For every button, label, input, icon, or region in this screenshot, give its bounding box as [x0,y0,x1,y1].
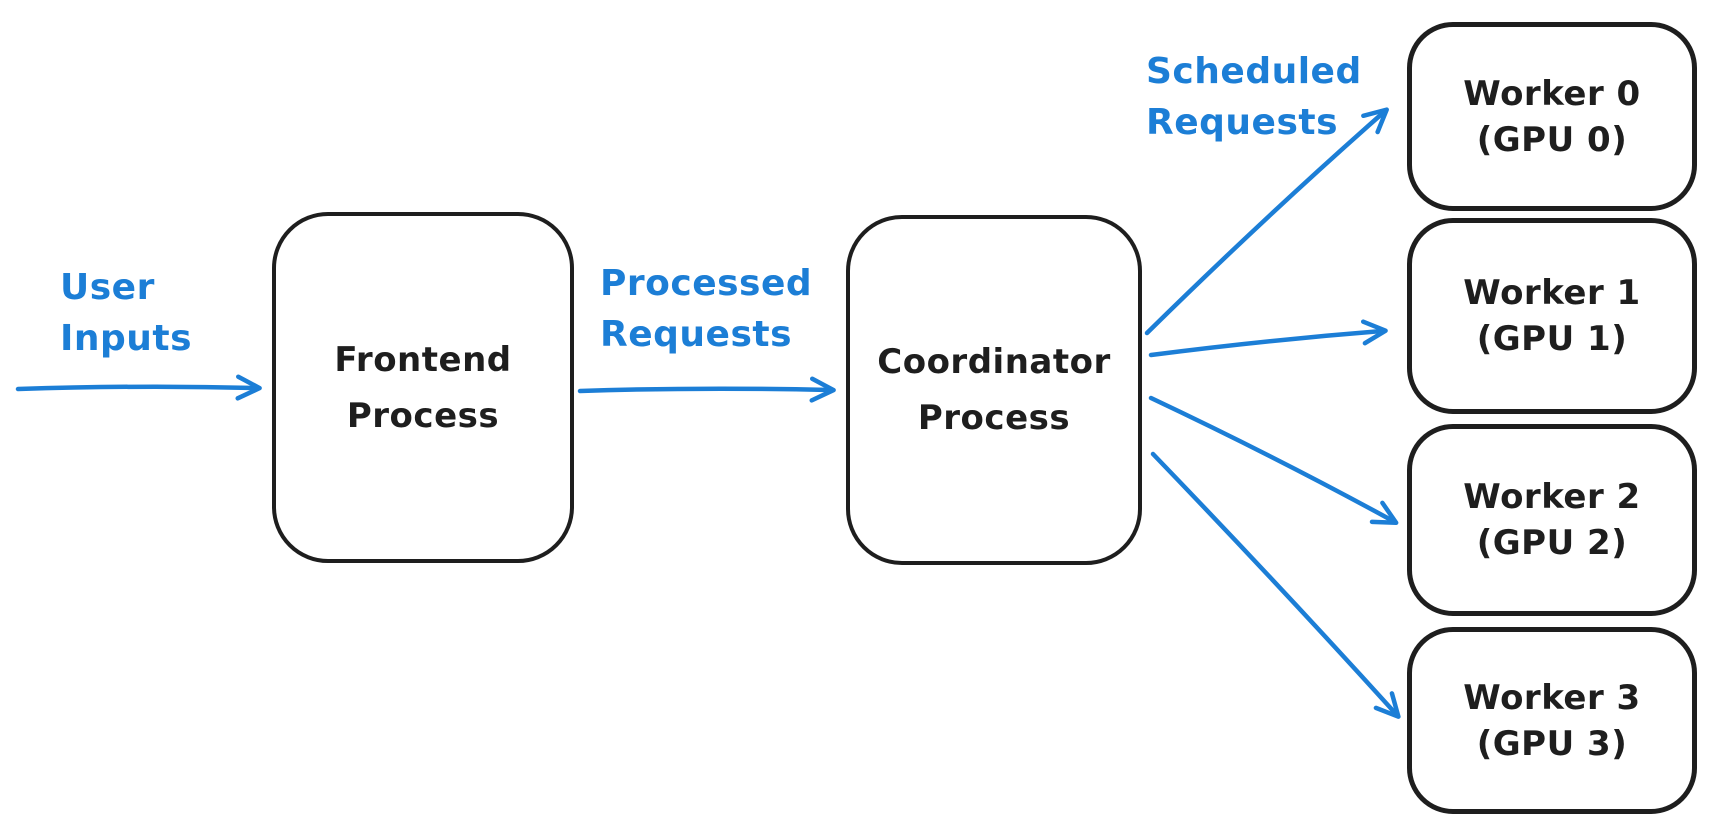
scheduled-requests-label-line2: Requests [1146,102,1339,143]
coordinator-process-label-line1: Coordinator [877,342,1111,382]
scheduled-arrow-worker-3 [1150,451,1401,719]
coordinator-process-node: Coordinator Process [846,215,1142,565]
worker-1-label-line2: (GPU 1) [1476,319,1628,359]
worker-2-label-line1: Worker 2 [1463,477,1641,517]
processed-requests-label: Processed Requests [600,258,812,360]
worker-2-node: Worker 2 (GPU 2) [1407,424,1697,616]
worker-3-label-line1: Worker 3 [1463,677,1641,718]
worker-0-node: Worker 0 (GPU 0) [1407,22,1697,211]
worker-3-node: Worker 3 (GPU 3) [1407,627,1697,814]
worker-0-label-line2: (GPU 0) [1476,119,1628,160]
worker-2-label-line2: (GPU 2) [1476,523,1628,563]
frontend-process-label-line1: Frontend [334,339,512,380]
scheduled-arrow-worker-2 [1148,395,1399,525]
worker-0-label-line1: Worker 0 [1463,73,1641,114]
user-inputs-label-line2: Inputs [60,318,193,359]
scheduled-requests-label: Scheduled Requests [1146,46,1362,148]
user-inputs-arrow [15,374,262,401]
frontend-process-label-line2: Process [346,395,500,436]
user-inputs-label-line1: User [60,267,155,308]
worker-1-label-line1: Worker 1 [1463,273,1641,313]
scheduled-requests-label-line1: Scheduled [1146,51,1362,92]
processed-requests-arrow [577,376,836,403]
scheduled-arrow-worker-1 [1148,319,1388,358]
coordinator-process-label-line2: Process [917,398,1071,438]
processed-requests-label-line2: Requests [600,314,793,355]
processed-requests-label-line1: Processed [600,263,813,304]
worker-1-node: Worker 1 (GPU 1) [1407,218,1697,414]
user-inputs-label: User Inputs [60,262,192,364]
frontend-process-node: Frontend Process [272,212,574,563]
worker-3-label-line2: (GPU 3) [1476,723,1628,764]
